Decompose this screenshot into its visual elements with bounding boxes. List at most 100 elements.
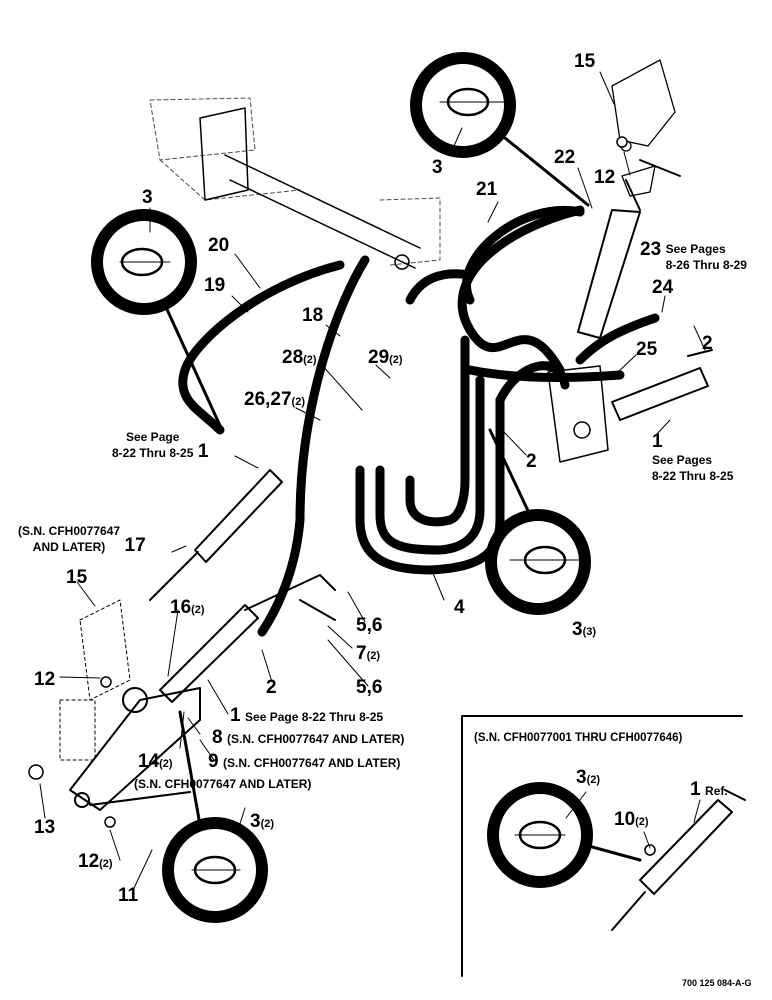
- callout-note: Ref.: [705, 784, 728, 798]
- callout-number: 26,27: [244, 389, 292, 410]
- callout-number: 19: [204, 275, 226, 296]
- o-ring-detail-circles: [91, 52, 642, 923]
- callout-number: 23: [640, 239, 662, 260]
- inset-box: [461, 715, 743, 977]
- callout-7: 7(2): [356, 644, 380, 663]
- leader-lines: [39, 71, 706, 889]
- center-block: [547, 365, 609, 463]
- callout-3a: 3: [432, 158, 443, 177]
- left-cylinder-assembly: [59, 469, 336, 811]
- callout-10: 10(2): [614, 810, 649, 829]
- figure-reference: 700 125 084-A-G: [682, 978, 752, 988]
- fittings: [28, 136, 656, 856]
- upper-linkage: [199, 107, 421, 270]
- callout-number: 24: [652, 277, 674, 298]
- upper-mount-bracket: [611, 59, 681, 197]
- callout-number: 3: [576, 767, 587, 788]
- callout-number: 20: [208, 235, 230, 256]
- callout-18: 18: [302, 306, 323, 325]
- callout-24: 24: [652, 278, 673, 297]
- callout-number: 29: [368, 347, 390, 368]
- callout-16: 16(2): [170, 598, 205, 617]
- callout-number: 3: [432, 157, 443, 178]
- callout-2a: 2: [702, 334, 713, 353]
- callout-note: (S.N. CFH0077647 AND LATER): [18, 524, 121, 554]
- callout-number: 11: [118, 885, 139, 906]
- callout-quantity: (2): [366, 650, 381, 662]
- hose-bundle: [178, 205, 660, 637]
- callout-note: See Pages 8-22 Thru 8-25: [652, 453, 734, 483]
- inset-title: (S.N. CFH0077001 THRU CFH0077646): [474, 732, 683, 744]
- callout-quantity: (2): [389, 354, 403, 366]
- callout-1d: 1 Ref.: [690, 780, 728, 800]
- callout-22: 22: [554, 148, 575, 167]
- callout-number: 5,6: [356, 677, 383, 698]
- callout-number: 1: [230, 705, 241, 726]
- callout-quantity: (2): [159, 758, 173, 770]
- callout-2b: 2: [526, 452, 537, 471]
- callout-number: 15: [574, 51, 596, 72]
- callout-number: 12: [594, 167, 616, 188]
- callout-number: 9: [208, 751, 219, 772]
- callout-number: 15: [66, 567, 88, 588]
- callout-2c: 2: [266, 678, 277, 697]
- callout-note: See Page 8-22 Thru 8-25: [112, 430, 194, 460]
- callout-number: 17: [124, 535, 146, 557]
- callout-15b: 15: [66, 568, 87, 587]
- callout-20: 20: [208, 236, 229, 255]
- callout-quantity: (2): [260, 818, 275, 830]
- callout-note: (S.N. CFH0077647 AND LATER): [223, 756, 401, 770]
- callout-note: (S.N. CFH0077647 AND LATER): [134, 777, 312, 791]
- callout-3b: 3: [142, 188, 153, 207]
- callout-1a: 1 See Pages 8-22 Thru 8-25: [652, 432, 733, 484]
- callout-quantity: (2): [635, 816, 649, 828]
- callout-note: See Pages 8-26 Thru 8-29: [665, 242, 747, 272]
- callout-3e: 3(2): [576, 768, 600, 787]
- callout-number: 3: [142, 187, 153, 208]
- callout-number: 4: [454, 597, 465, 618]
- callout-19: 19: [204, 276, 225, 295]
- callout-number: 28: [282, 347, 304, 368]
- callout-12a: 12: [594, 168, 615, 187]
- callout-number: 2: [526, 451, 537, 472]
- callout-21: 21: [476, 180, 497, 199]
- callout-quantity: (2): [99, 858, 113, 870]
- callout-quantity: (2): [291, 396, 305, 408]
- frame-outline: [149, 97, 441, 266]
- callout-number: 1: [652, 431, 663, 452]
- callout-1c: 1 See Page 8-22 Thru 8-25: [230, 706, 383, 726]
- callout-12c: 12(2): [78, 852, 113, 871]
- callout-12b: 12: [34, 670, 55, 689]
- callout-number: 1: [690, 779, 701, 800]
- callout-note: See Page 8-22 Thru 8-25: [245, 710, 384, 724]
- callout-5-6b: 5,6: [356, 678, 382, 697]
- callout-number: 10: [614, 809, 636, 830]
- callout-8: 8 (S.N. CFH0077647 AND LATER): [212, 728, 404, 748]
- callout-quantity: (2): [191, 604, 205, 616]
- callout-number: 2: [266, 677, 277, 698]
- callout-3d: 3(2): [250, 812, 274, 831]
- callout-26-27: 26,27(2): [244, 390, 305, 409]
- callout-25: 25: [636, 340, 657, 359]
- callout-4: 4: [454, 598, 465, 617]
- cylinder-1-right: [611, 349, 713, 421]
- callout-number: 18: [302, 305, 324, 326]
- callout-number: 3: [572, 619, 583, 640]
- callout-number: 16: [170, 597, 192, 618]
- callout-9: 9 (S.N. CFH0077647 AND LATER): [208, 752, 400, 772]
- callout-number: 1: [197, 441, 209, 463]
- callout-quantity: (2): [303, 354, 317, 366]
- callout-quantity: (3): [582, 626, 597, 638]
- callout-number: 12: [34, 669, 56, 690]
- callout-29: 29(2): [368, 348, 403, 367]
- callout-number: 25: [636, 339, 658, 360]
- callout-number: 5,6: [356, 615, 383, 636]
- callout-number: 13: [34, 817, 56, 838]
- callout-number: 21: [476, 179, 498, 200]
- callout-number: 2: [702, 333, 713, 354]
- callout-number: 7: [356, 643, 367, 664]
- callout-14-note: (S.N. CFH0077647 AND LATER): [134, 776, 311, 793]
- callout-11: 11: [118, 886, 138, 905]
- callout-number: 12: [78, 851, 100, 872]
